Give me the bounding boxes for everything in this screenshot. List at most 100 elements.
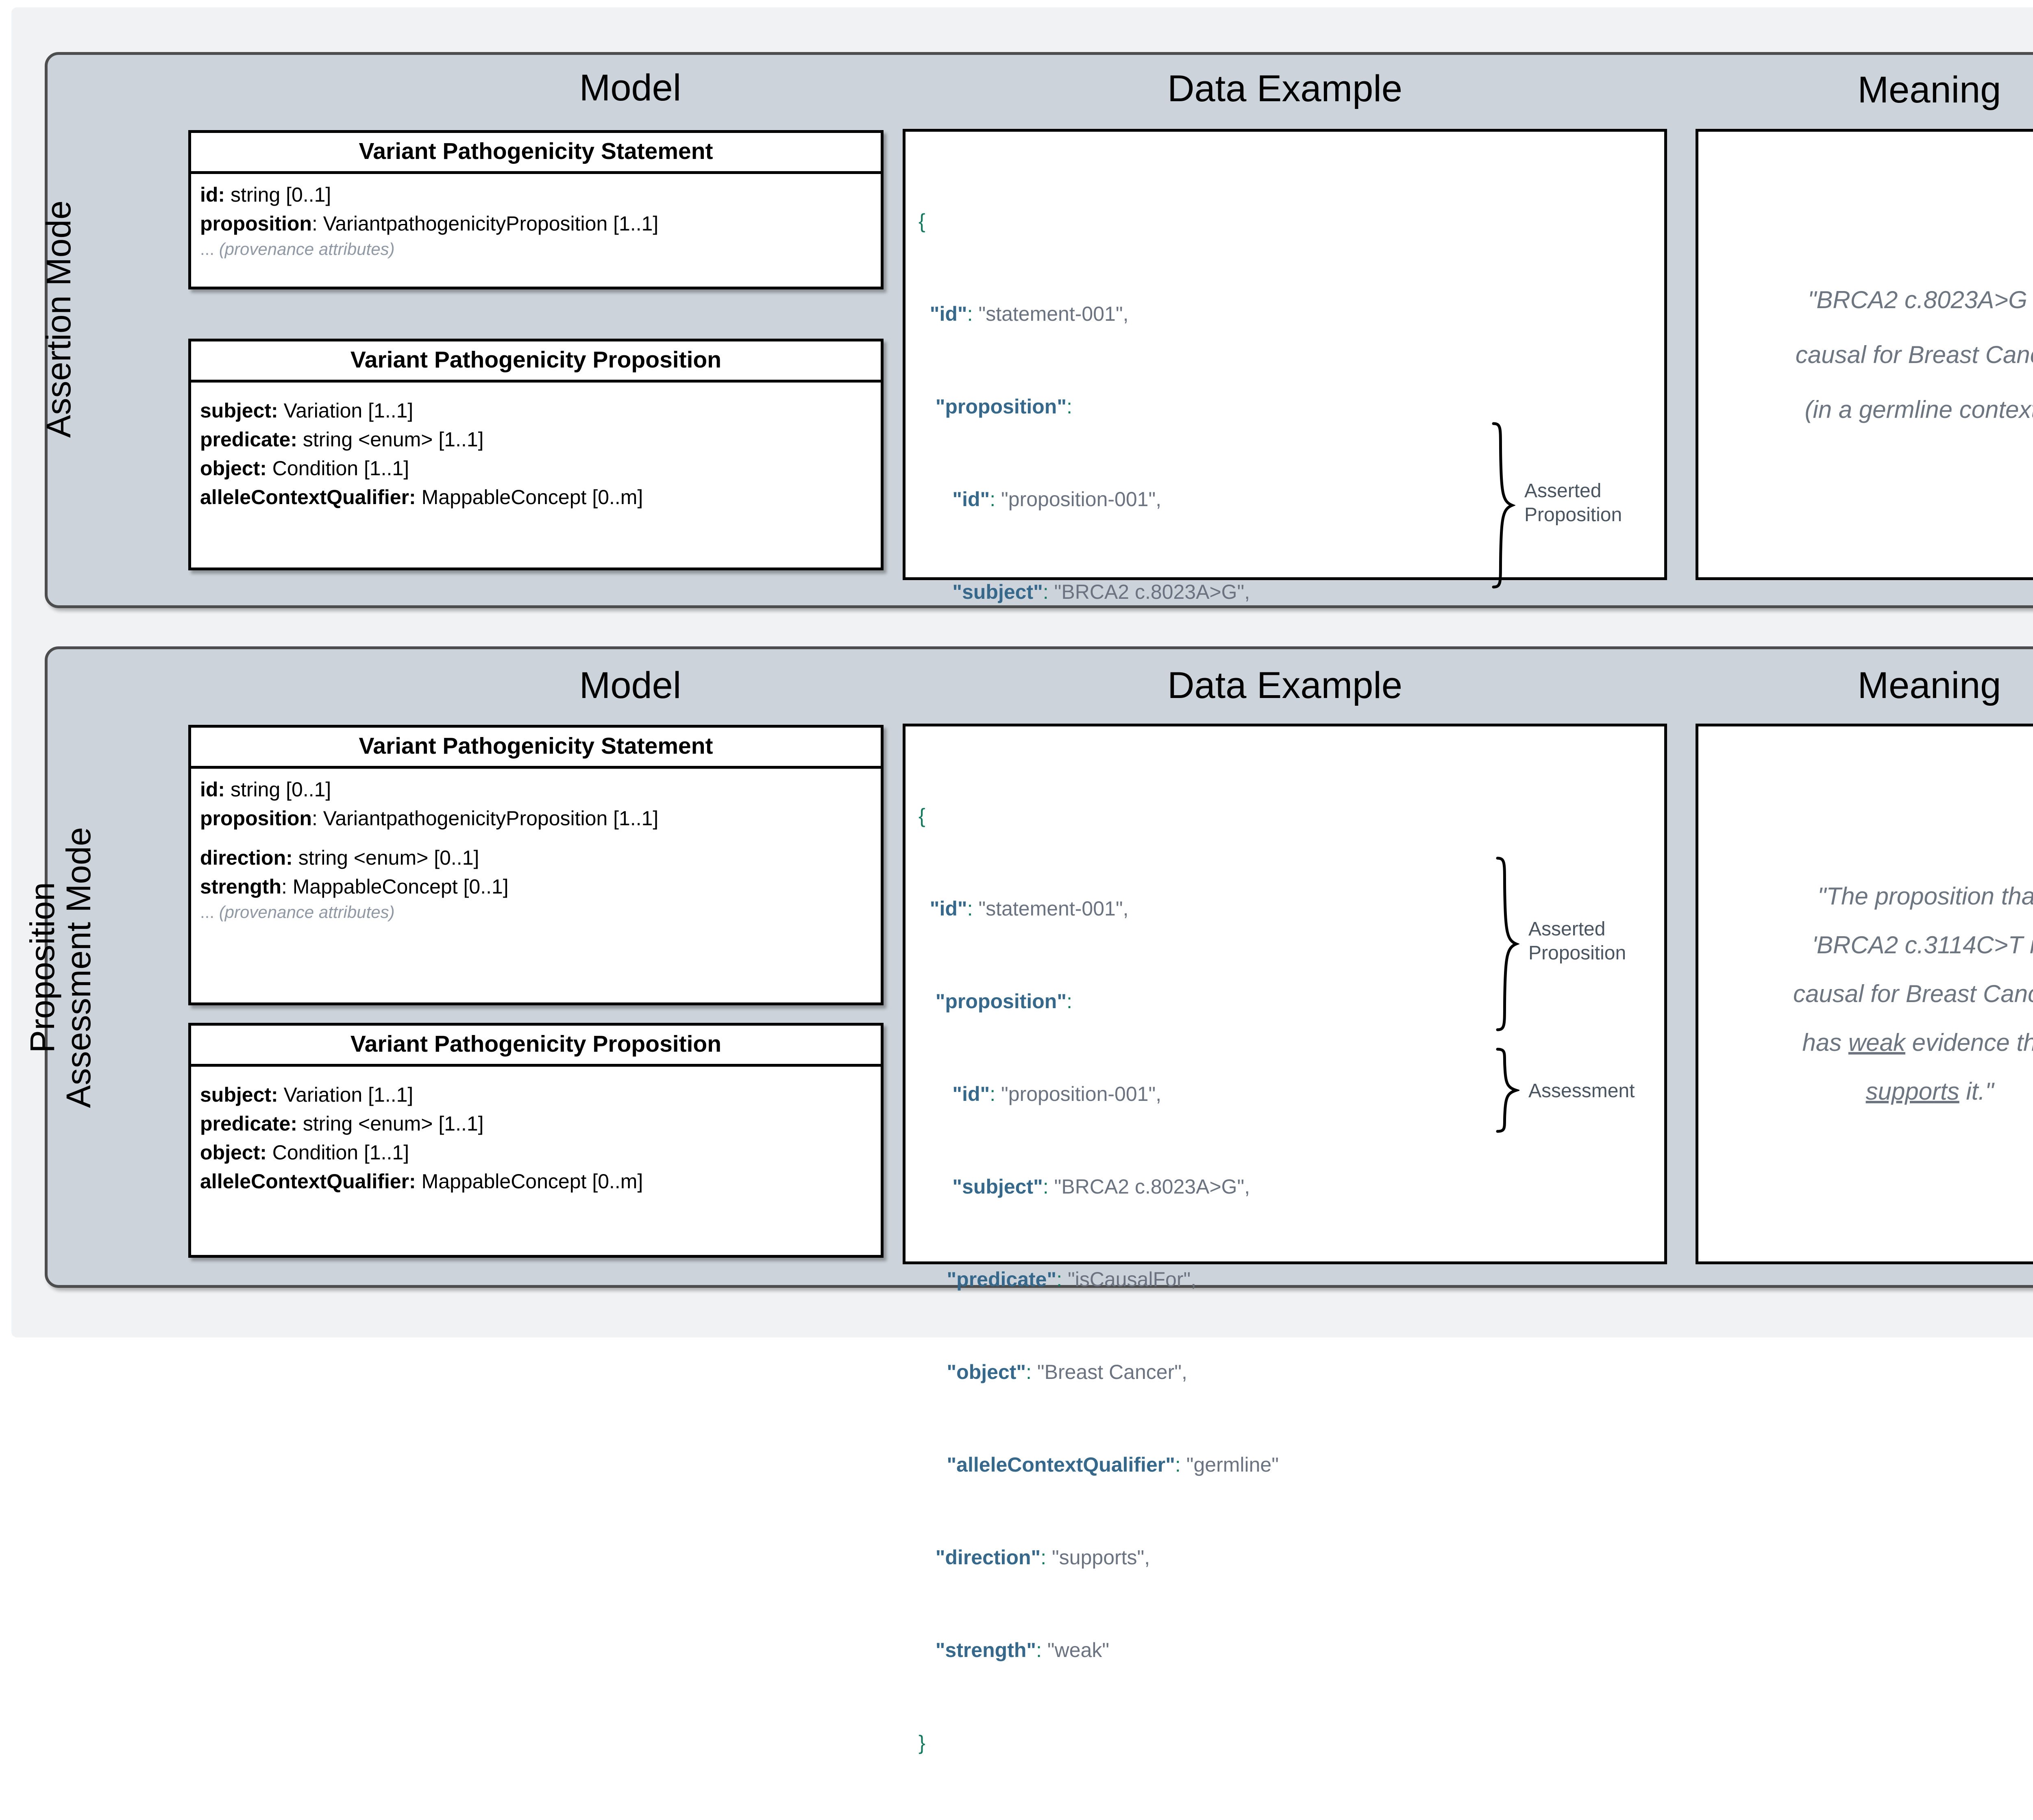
meaning-text-assertion: "BRCA2 c.8023A>G is causal for Breast Ca… xyxy=(1782,272,2033,437)
uml-provenance-note: ... (provenance attributes) xyxy=(200,238,881,261)
meaning-line: "The proposition that xyxy=(1818,883,2033,910)
meaning-box-assertion: "BRCA2 c.8023A>G is causal for Breast Ca… xyxy=(1696,129,2033,580)
data-example-box-assessment: { "id": "statement-001", "proposition": … xyxy=(903,724,1667,1754)
meaning-line: "BRCA2 c.8023A>G is xyxy=(1808,286,2033,313)
json-line: "strength": "weak" xyxy=(935,1639,1110,1661)
curly-brace-assessment-icon xyxy=(1496,1048,1519,1133)
json-line: "subject": "BRCA2 c.8023A>G", xyxy=(952,581,1250,603)
uml-class-title: Variant Pathogenicity Statement xyxy=(191,728,881,769)
uml-attribute-type: : VariantpathogenicityProposition [1..1] xyxy=(311,212,659,235)
uml-class-body: subject: Variation [1..1] predicate: str… xyxy=(191,383,881,516)
uml-attribute-type: string <enum> [1..1] xyxy=(297,1112,484,1135)
uml-attribute-name: alleleContextQualifier: xyxy=(200,485,416,509)
mode-label-assertion: Assertion Mode xyxy=(39,200,78,438)
json-line-open-brace: { xyxy=(919,210,925,233)
meaning-line: (in a germline context)" xyxy=(1804,396,2033,423)
json-line: "object": "Breast Cancer", xyxy=(947,1361,1187,1383)
uml-attribute-row: alleleContextQualifier: MappableConcept … xyxy=(200,1167,881,1196)
uml-provenance-note: ... (provenance attributes) xyxy=(200,901,881,924)
uml-attribute-row: object: Condition [1..1] xyxy=(200,454,881,483)
uml-class-title: Variant Pathogenicity Proposition xyxy=(191,341,881,383)
uml-attribute-name: subject: xyxy=(200,1083,278,1106)
diagram-canvas: Assertion Mode Model Data Example Meanin… xyxy=(11,7,2033,1754)
meaning-text-assessment: "The proposition that 'BRCA2 c.3114C>T i… xyxy=(1779,872,2033,1116)
uml-attribute-type: string <enum> [0..1] xyxy=(292,846,479,869)
uml-attribute-row: predicate: string <enum> [1..1] xyxy=(200,1109,881,1138)
meaning-line: causal for Breast Cancer' xyxy=(1793,980,2033,1007)
uml-attribute-row: subject: Variation [1..1] xyxy=(200,396,881,425)
json-line: "id": "proposition-001", xyxy=(952,1083,1162,1105)
uml-attribute-name: proposition xyxy=(200,807,312,830)
provenance-label: (provenance attributes) xyxy=(219,239,395,259)
uml-attribute-row: strength: MappableConcept [0..1] xyxy=(200,872,881,901)
curly-brace-asserted-proposition-icon xyxy=(1496,857,1519,1031)
uml-attribute-name: subject: xyxy=(200,399,278,422)
uml-attribute-name: object: xyxy=(200,457,267,480)
ellipsis: ... xyxy=(200,239,219,259)
uml-class-variant-pathogenicity-proposition-assertion: Variant Pathogenicity Proposition subjec… xyxy=(188,339,884,570)
annotation-assessment: Assessment xyxy=(1528,1080,1635,1102)
data-example-box-assertion: { "id": "statement-001", "proposition": … xyxy=(903,129,1667,974)
uml-attribute-row: proposition: VariantpathogenicityProposi… xyxy=(200,209,881,238)
json-line: "predicate": "isCausalFor", xyxy=(947,1268,1197,1291)
uml-attribute-row: subject: Variation [1..1] xyxy=(200,1081,881,1109)
annotation-asserted-proposition: Asserted Proposition xyxy=(1528,918,1626,964)
uml-attribute-type: MappableConcept [0..m] xyxy=(416,1170,643,1193)
uml-attribute-row: object: Condition [1..1] xyxy=(200,1138,881,1167)
uml-attribute-row: predicate: string <enum> [1..1] xyxy=(200,425,881,454)
json-line: "id": "statement-001", xyxy=(929,897,1129,920)
mode-label-proposition-assessment: Proposition Assessment Mode xyxy=(23,827,98,1108)
meaning-line-with-emphasis: has weak evidence that xyxy=(1802,1029,2033,1056)
column-heading-data-example-top: Data Example xyxy=(1167,68,1402,109)
json-line: "proposition": xyxy=(935,990,1072,1013)
uml-class-variant-pathogenicity-proposition-assessment: Variant Pathogenicity Proposition subjec… xyxy=(188,1023,884,1258)
spacer xyxy=(200,833,881,844)
uml-attribute-type: Variation [1..1] xyxy=(278,399,414,422)
json-line: "alleleContextQualifier": "germline" xyxy=(947,1453,1279,1476)
uml-class-title: Variant Pathogenicity Statement xyxy=(191,133,881,174)
uml-class-title: Variant Pathogenicity Proposition xyxy=(191,1026,881,1067)
json-line-close-brace: } xyxy=(919,1731,925,1754)
curly-brace-asserted-proposition-icon xyxy=(1492,422,1515,589)
uml-attribute-type: string [0..1] xyxy=(225,183,331,206)
uml-attribute-type: string [0..1] xyxy=(225,778,331,801)
uml-attribute-row: proposition: VariantpathogenicityProposi… xyxy=(200,804,881,833)
ellipsis: ... xyxy=(200,902,219,922)
uml-class-variant-pathogenicity-statement-assertion: Variant Pathogenicity Statement id: stri… xyxy=(188,130,884,289)
column-heading-data-example-bottom: Data Example xyxy=(1167,665,1402,706)
uml-attribute-name: strength xyxy=(200,875,281,898)
uml-attribute-type: MappableConcept [0..m] xyxy=(416,485,643,509)
json-line: "subject": "BRCA2 c.8023A>G", xyxy=(952,1175,1250,1198)
uml-class-body: id: string [0..1] proposition: Variantpa… xyxy=(191,174,881,265)
meaning-line-with-emphasis: supports it." xyxy=(1865,1078,1994,1105)
uml-attribute-row: alleleContextQualifier: MappableConcept … xyxy=(200,483,881,512)
uml-class-variant-pathogenicity-statement-assessment: Variant Pathogenicity Statement id: stri… xyxy=(188,725,884,1005)
uml-attribute-type: string <enum> [1..1] xyxy=(297,428,484,451)
json-line: "direction": "supports", xyxy=(935,1546,1150,1569)
provenance-label: (provenance attributes) xyxy=(219,902,395,922)
meaning-line: 'BRCA2 c.3114C>T is xyxy=(1812,931,2033,959)
uml-attribute-name: id: xyxy=(200,183,225,206)
uml-attribute-type: Condition [1..1] xyxy=(266,1141,409,1164)
uml-attribute-name: alleleContextQualifier: xyxy=(200,1170,416,1193)
column-heading-model-bottom: Model xyxy=(579,665,681,706)
column-heading-meaning-top: Meaning xyxy=(1857,69,2001,111)
uml-attribute-type: : MappableConcept [0..1] xyxy=(281,875,509,898)
annotation-asserted-proposition: Asserted Proposition xyxy=(1524,480,1622,526)
meaning-line: causal for Breast Cancer xyxy=(1795,341,2033,368)
json-line: "id": "statement-001", xyxy=(929,302,1129,325)
json-line: "proposition": xyxy=(935,395,1072,418)
uml-class-body: subject: Variation [1..1] predicate: str… xyxy=(191,1067,881,1200)
meaning-box-assessment: "The proposition that 'BRCA2 c.3114C>T i… xyxy=(1696,724,2033,1264)
uml-attribute-name: predicate: xyxy=(200,1112,297,1135)
uml-attribute-name: direction: xyxy=(200,846,293,869)
uml-attribute-name: proposition xyxy=(200,212,312,235)
uml-attribute-row: id: string [0..1] xyxy=(200,180,881,209)
column-heading-model-top: Model xyxy=(579,67,681,109)
json-line: "id": "proposition-001", xyxy=(952,488,1162,511)
uml-attribute-name: predicate: xyxy=(200,428,297,451)
column-heading-meaning-bottom: Meaning xyxy=(1857,665,2001,706)
json-line-open-brace: { xyxy=(919,805,925,827)
json-code-assessment: { "id": "statement-001", "proposition": … xyxy=(919,739,1279,1820)
uml-attribute-row: id: string [0..1] xyxy=(200,775,881,804)
